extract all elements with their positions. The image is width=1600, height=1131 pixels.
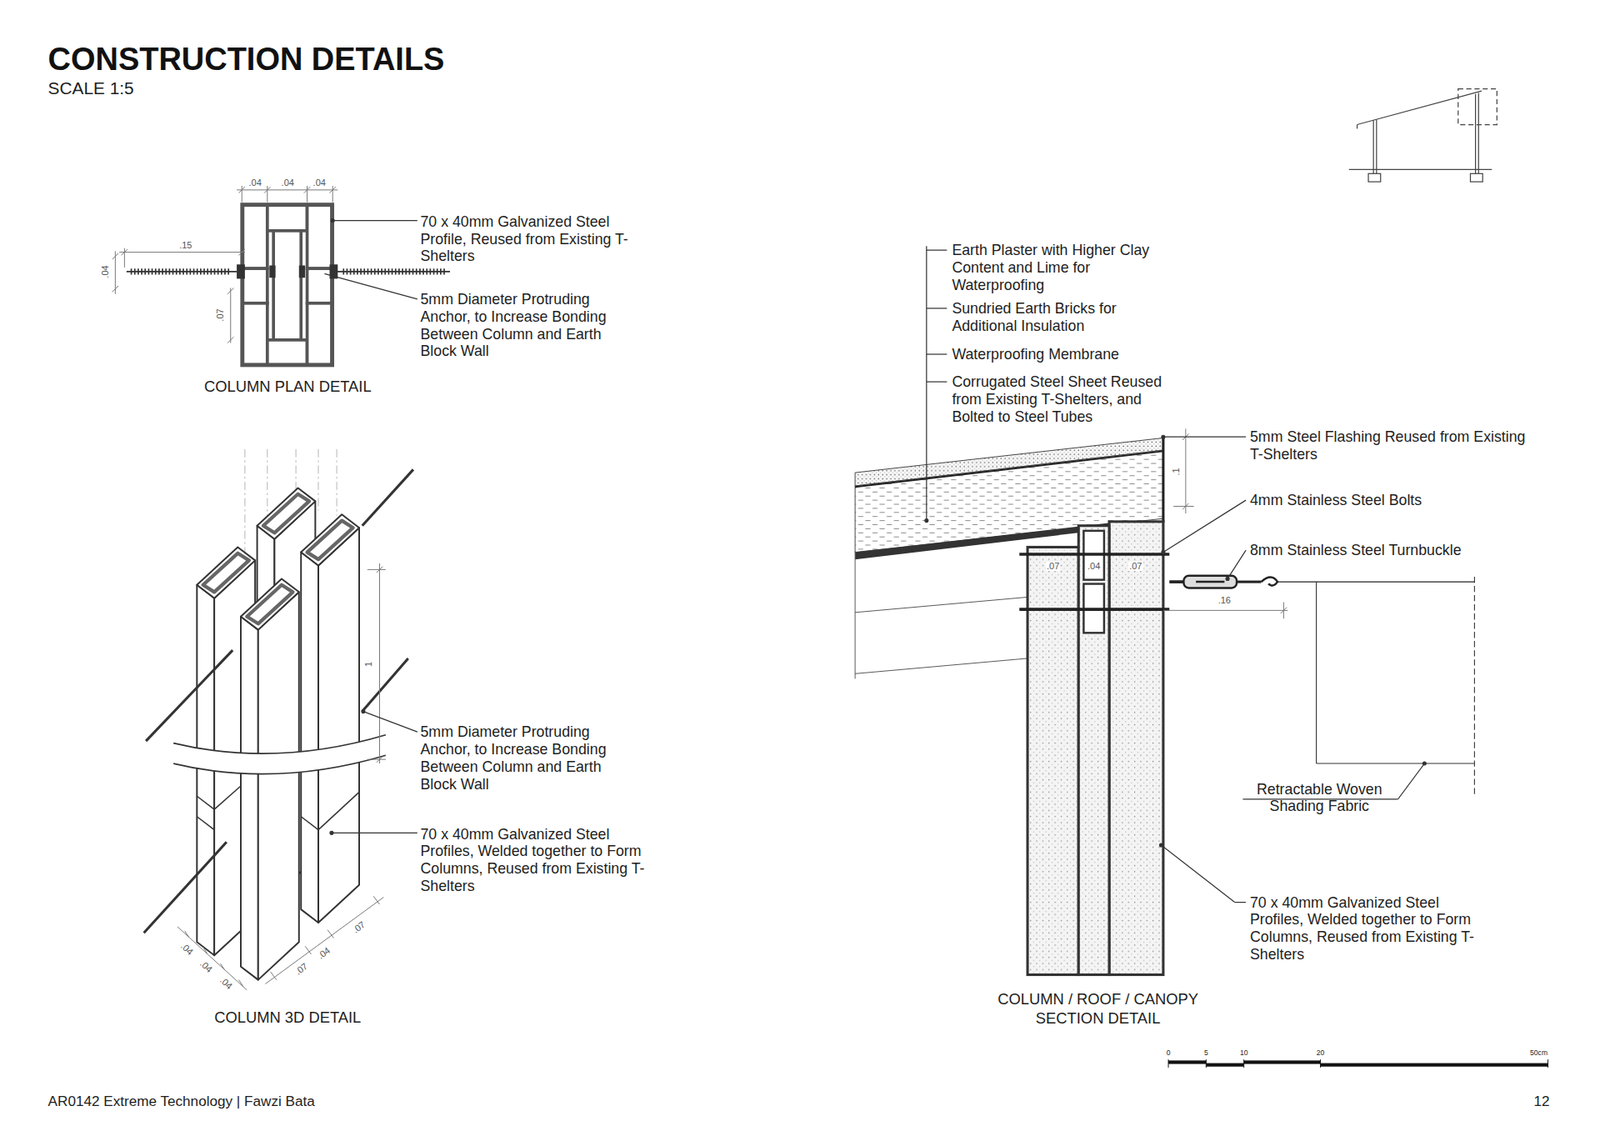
dimension-label: .04 [197,958,215,975]
anchor-screws [126,264,450,279]
callout-text: Sundried Earth Bricks for Additional Ins… [951,300,1151,335]
callout-text: Earth Plaster with Higher Clay Content a… [951,241,1166,294]
detail-caption: COLUMN PLAN DETAIL [204,377,372,395]
scale-bar [1168,1059,1549,1068]
dimension-label: .16 [1217,595,1232,606]
leader-lines [330,710,418,835]
dimension-label: .07 [293,961,311,979]
callout-text: Waterproofing Membrane [951,345,1120,364]
3d-dimensions [177,563,386,990]
column-section [1027,521,1164,975]
page-title: CONSTRUCTION DETAILS [48,40,445,78]
dimension-label: .1 [1171,466,1182,476]
dimension-label: .04 [101,264,112,279]
callout-text: 5mm Diameter Protruding Anchor, to Incre… [420,290,623,360]
dimension-label: .04 [1086,561,1101,572]
leader-lines [925,245,1246,902]
scale-number: 5 [1204,1048,1209,1057]
callout-text: 70 x 40mm Galvanized Steel Profiles, Wel… [1250,894,1483,964]
dimension-label: .07 [1045,561,1060,572]
callout-text: 70 x 40mm Galvanized Steel Profile, Reus… [420,213,630,265]
scale-number: 10 [1240,1048,1249,1057]
dimension-label: 1 [365,660,375,668]
turnbuckle [1183,575,1475,589]
column-plan [241,204,333,365]
dimension-label: .07 [1128,561,1143,572]
callout-text: 8mm Stainless Steel Turnbuckle [1250,541,1462,560]
dimension-label: .04 [312,178,327,189]
detail-caption: COLUMN 3D DETAIL [214,1008,361,1026]
callout-text: 5mm Diameter Protruding Anchor, to Incre… [420,723,623,793]
scale-number: 20 [1316,1048,1325,1057]
callout-text: 4mm Stainless Steel Bolts [1250,491,1422,510]
callout-text: 5mm Steel Flashing Reused from Existing … [1250,428,1541,464]
detail-caption: COLUMN / ROOF / CANOPY SECTION DETAIL [980,989,1216,1029]
callout-text: 70 x 40mm Galvanized Steel Profiles, Wel… [420,825,654,895]
column-3d [144,449,414,980]
bolts [1019,554,1184,610]
scale-number: 50cm [1530,1048,1548,1057]
dimension-label: .04 [178,940,196,958]
callout-text: Corrugated Steel Sheet Reused from Exist… [951,373,1175,425]
scale-note: SCALE 1:5 [48,78,135,99]
dimension-label: .04 [248,178,263,189]
page-number: 12 [1533,1092,1550,1110]
dimension-label: .04 [280,178,295,189]
leader-lines [324,219,417,300]
key-thumbnail [1349,89,1498,182]
plan-dimensions [112,185,339,344]
dimension-label: .04 [315,945,334,962]
footer-text: AR0142 Extreme Technology | Fawzi Bata [48,1092,315,1110]
callout-text: Retractable Woven Shading Fabric [1245,780,1395,816]
dimension-label: .15 [178,240,193,251]
dimension-label: .04 [216,975,235,992]
dimension-label: .07 [350,919,369,936]
scale-number: 0 [1166,1048,1171,1057]
dimension-label: .07 [215,308,226,323]
